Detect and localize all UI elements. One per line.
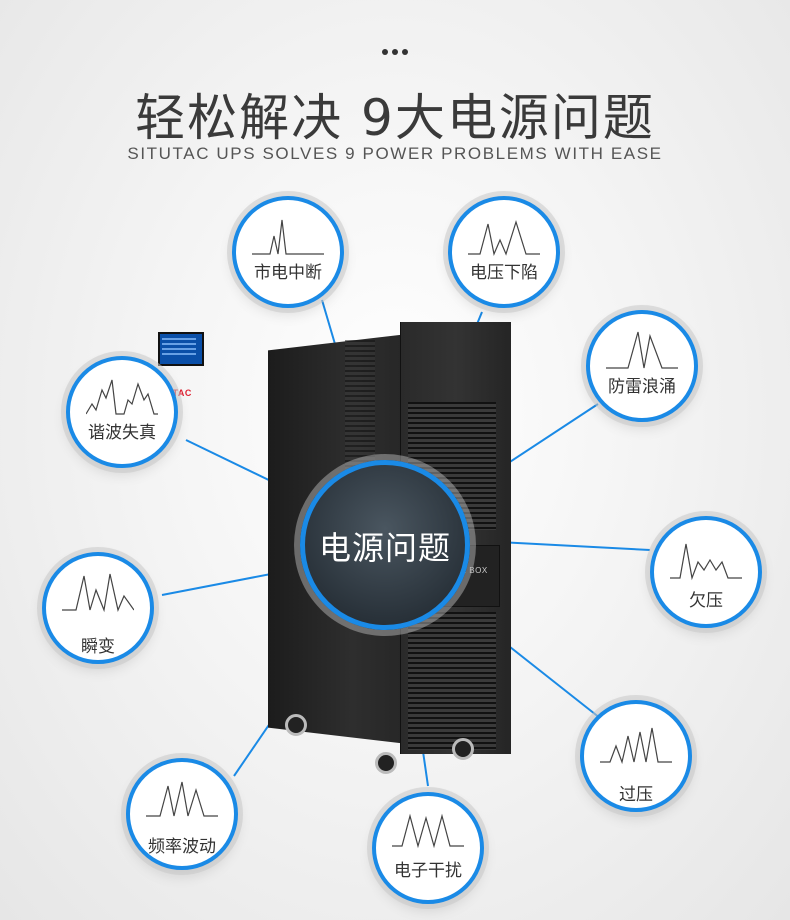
waveform-undervoltage-icon bbox=[670, 543, 742, 581]
problem-label: 谐波失真 bbox=[88, 423, 156, 443]
problem-transient: 瞬变 bbox=[42, 552, 154, 664]
caster-wheel bbox=[375, 752, 397, 774]
caster-wheel bbox=[285, 714, 307, 736]
problem-electronic-interference: 电子干扰 bbox=[372, 792, 484, 904]
center-label: 电源问题 bbox=[318, 529, 451, 567]
problem-frequency-fluctuation: 频率波动 bbox=[126, 758, 238, 870]
waveform-surge-icon bbox=[606, 331, 678, 369]
waveform-harmonic-icon bbox=[86, 379, 158, 415]
lcd-display-lines bbox=[162, 338, 196, 356]
problem-power-outage: 市电中断 bbox=[232, 196, 344, 308]
problem-label: 欠压 bbox=[689, 591, 723, 611]
problem-label: 过压 bbox=[619, 785, 653, 805]
problem-label: 电压下陷 bbox=[470, 263, 538, 283]
waveform-sag-icon bbox=[468, 219, 540, 257]
problem-harmonic-distortion: 谐波失真 bbox=[66, 356, 178, 468]
problem-label: 瞬变 bbox=[81, 637, 115, 657]
caster-wheel bbox=[452, 738, 474, 760]
waveform-overvoltage-icon bbox=[600, 727, 672, 765]
problem-label: 防雷浪涌 bbox=[608, 377, 676, 397]
center-power-problems-circle: 电源问题 bbox=[300, 460, 470, 630]
waveform-frequency-icon bbox=[146, 781, 218, 817]
page-subtitle: SITUTAC UPS SOLVES 9 POWER PROBLEMS WITH… bbox=[127, 144, 663, 163]
waveform-outage-icon bbox=[252, 219, 324, 255]
problem-overvoltage: 过压 bbox=[580, 700, 692, 812]
problem-voltage-sag: 电压下陷 bbox=[448, 196, 560, 308]
problem-lightning-surge: 防雷浪涌 bbox=[586, 310, 698, 422]
problem-label: 频率波动 bbox=[148, 837, 216, 857]
problem-label: 市电中断 bbox=[254, 263, 322, 283]
page-title: 轻松解决 9大电源问题 bbox=[135, 89, 655, 147]
decorative-dots bbox=[0, 40, 790, 59]
problem-undervoltage: 欠压 bbox=[650, 516, 762, 628]
front-grille-bottom bbox=[408, 612, 496, 750]
waveform-interference-icon bbox=[392, 813, 464, 849]
waveform-transient-icon bbox=[62, 573, 134, 613]
problem-label: 电子干扰 bbox=[394, 861, 462, 881]
